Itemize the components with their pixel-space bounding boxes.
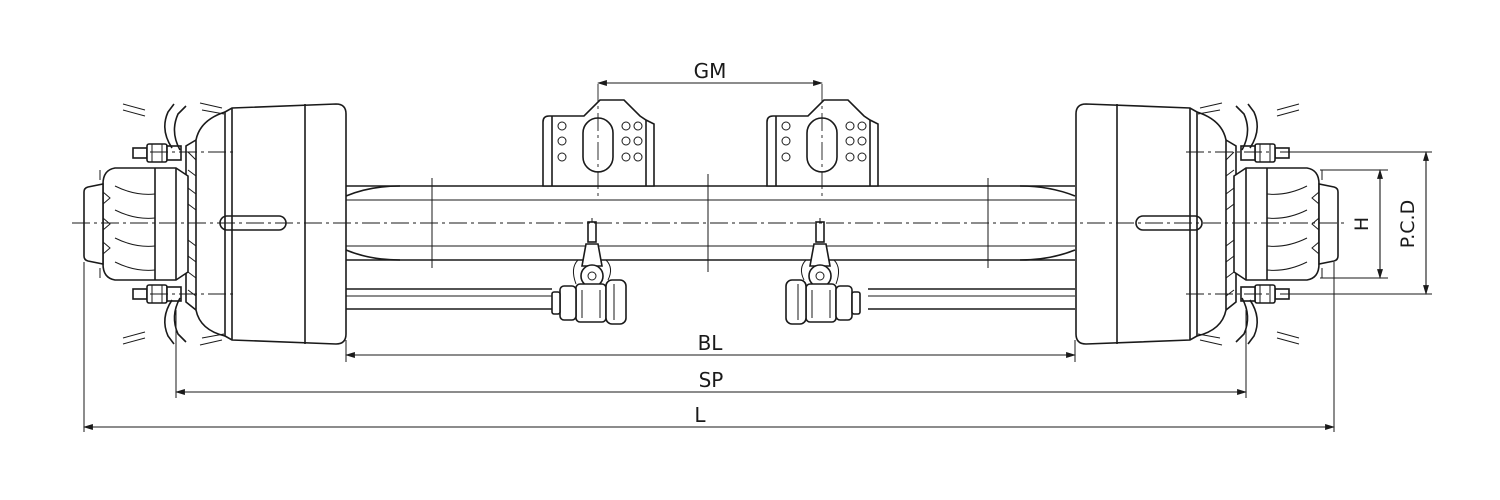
wheel-end-left [83,102,347,346]
camshafts [346,288,1075,310]
centerlines [72,84,1345,295]
dimension-h: H [1320,169,1388,279]
axle-beam [345,174,1076,272]
label-sp: SP [699,368,724,392]
brake-chamber-left [551,217,627,325]
label-gm: GM [694,59,727,83]
spring-seat-left [542,99,655,187]
dimension-pcd: P.C.D [1280,151,1432,295]
label-h: H [1351,217,1373,231]
dimension-sp: SP [175,310,1247,398]
label-l: L [694,403,706,427]
dimension-l: L [83,262,1335,432]
dimension-gm: GM [597,59,823,86]
brake-chamber-right [785,217,861,325]
wheel-end-right [1075,102,1339,346]
spring-seat-right [766,99,879,187]
label-bl: BL [698,331,724,355]
label-pcd: P.C.D [1397,200,1419,248]
dimension-bl: BL [345,331,1076,362]
